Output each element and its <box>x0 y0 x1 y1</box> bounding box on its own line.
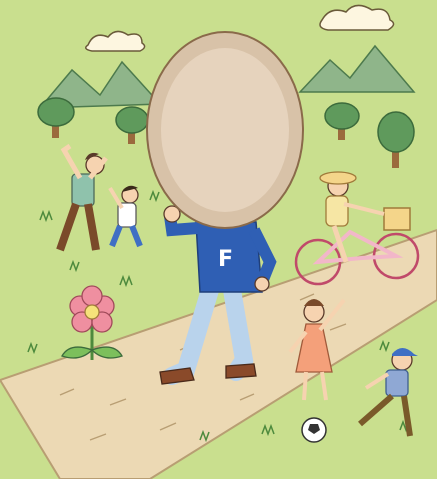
stretching-child <box>108 185 143 248</box>
pink-flower <box>61 285 123 360</box>
cloud-left <box>85 30 146 52</box>
shirt-letter: F <box>218 247 233 272</box>
walking-man: F <box>159 205 277 385</box>
girl-on-bicycle <box>294 171 420 286</box>
mountains-left <box>38 60 162 109</box>
stretching-adult <box>56 143 108 252</box>
walking-path <box>0 228 437 479</box>
boy-kicking-ball <box>358 348 418 437</box>
grass-tufts <box>27 189 410 443</box>
cloud-right <box>319 4 395 31</box>
girl-waving <box>288 298 346 401</box>
soccer-ball <box>301 417 327 443</box>
photo-head-placeholder <box>146 31 304 229</box>
tree-right-1 <box>324 102 360 140</box>
mountains-right <box>298 44 416 93</box>
tree-left-1 <box>37 97 75 138</box>
tree-right-2 <box>377 111 415 168</box>
